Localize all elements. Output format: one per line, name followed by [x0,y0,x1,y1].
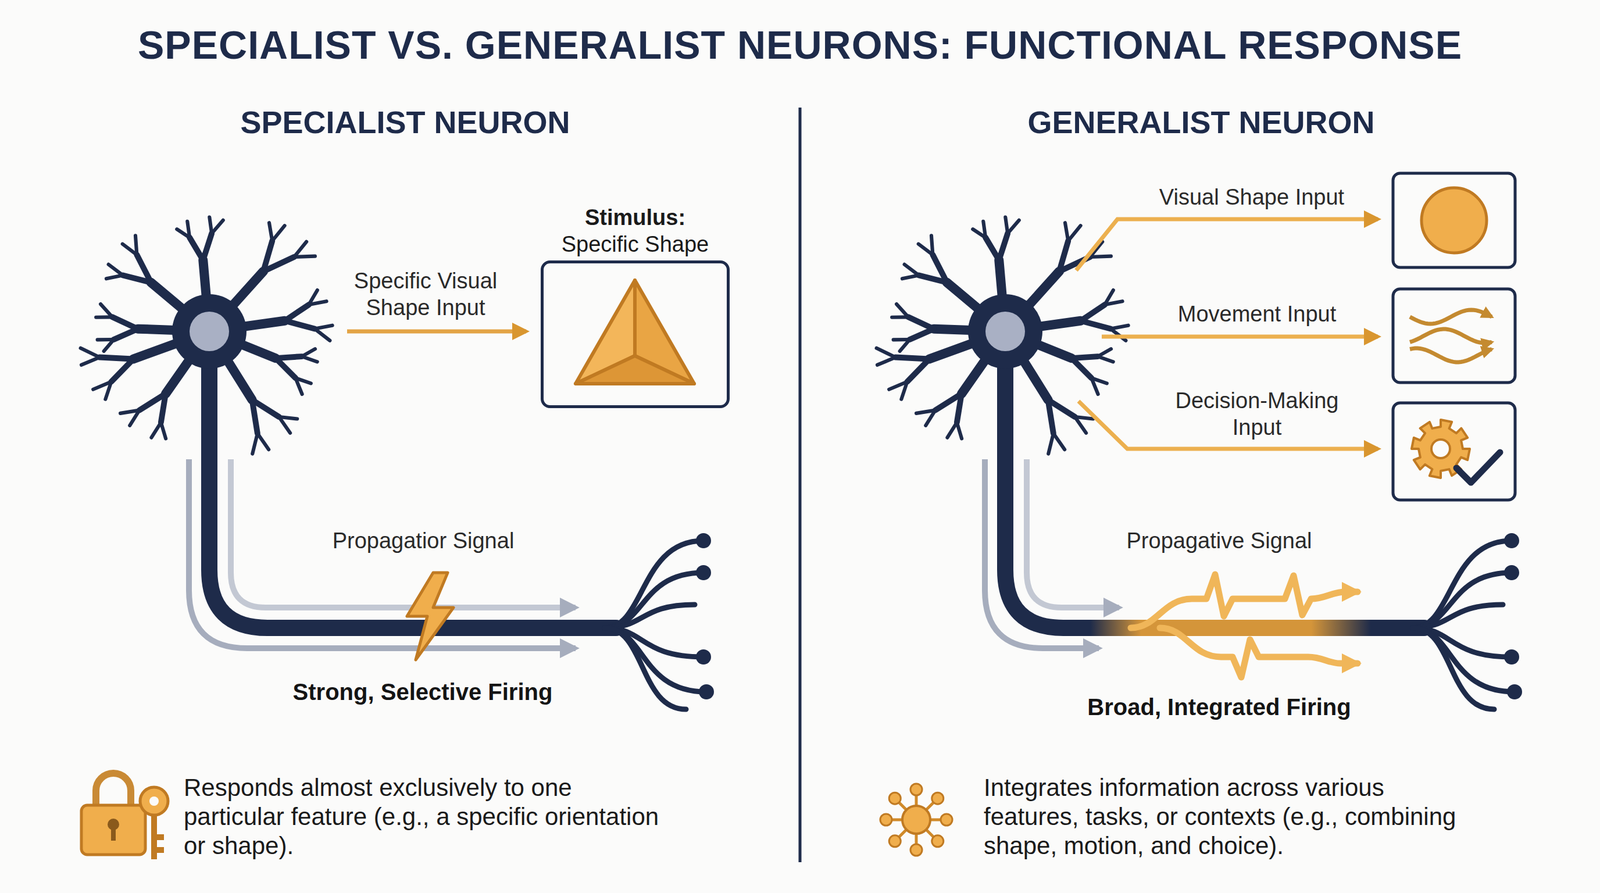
firing-label: Broad, Integrated Firing [1044,693,1394,721]
panel-heading: SPECIALIST NEURON [143,103,667,142]
signal-arrow [230,459,576,608]
neuron [876,217,1523,710]
description: Integrates information across various fe… [983,773,1473,861]
signal-arrow [984,459,1099,649]
input-label: Visual Shape Input [1129,183,1374,211]
title: SPECIALIST VS. GENERALIST NEURONS: FUNCT… [15,22,1585,68]
signal-label: Propagatior Signal [277,527,569,555]
divider-line [798,107,802,863]
signal-label-wrap: Propagatior Signal [277,527,569,555]
input-label-wrap: Movement Input [1134,300,1380,328]
input-label-wrap: Visual Shape Input [1129,183,1374,211]
signal-arrow [188,459,576,649]
signal-label: Propagative Signal [1073,527,1365,555]
stimulus-name: Specific Shape [520,230,750,258]
gear-check-icon [1411,419,1500,483]
input-arrow [1076,219,1378,271]
neuron [80,217,714,710]
title-wrap: SPECIALIST VS. GENERALIST NEURONS: FUNCT… [15,22,1585,68]
panel-heading-wrap: GENERALIST NEURON [939,103,1463,142]
panel-heading: GENERALIST NEURON [939,103,1463,142]
panel-heading-wrap: SPECIALIST NEURON [143,103,667,142]
firing-label: Strong, Selective Firing [248,677,598,706]
stimulus-box [1393,402,1516,500]
lock-key-icon [81,773,169,860]
signal-label-wrap: Propagative Signal [1073,527,1365,555]
firing-signal [1130,574,1358,678]
stimulus-heading: Stimulus:Specific Shape [520,204,750,258]
stimulus-box: Stimulus:Specific Shape [540,260,730,409]
input-label: Decision-Making Input [1161,387,1353,441]
description-wrap: Responds almost exclusively to one parti… [183,773,667,861]
circle-shape [1421,187,1487,253]
firing-label-wrap: Strong, Selective Firing [248,677,598,706]
lightning-bolt [406,572,454,660]
firing-label-wrap: Broad, Integrated Firing [1044,693,1394,721]
pyramid-shape [575,280,695,384]
description: Responds almost exclusively to one parti… [183,773,667,861]
network-icon [880,783,953,856]
input-label: Specific Visual Shape Input [329,267,522,321]
input-arrow [1101,334,1378,339]
motion-icon [1409,309,1492,363]
stimulus-box [1393,173,1516,268]
signal-arrow [1026,459,1120,608]
input-arrow [347,329,527,334]
description-wrap: Integrates information across various fe… [983,773,1473,861]
input-label: Movement Input [1134,300,1380,328]
input-label-wrap: Specific Visual Shape Input [329,267,522,321]
stimulus-box [1393,288,1516,383]
stimulus-title: Stimulus: [520,204,750,231]
input-label-wrap: Decision-Making Input [1161,387,1353,441]
